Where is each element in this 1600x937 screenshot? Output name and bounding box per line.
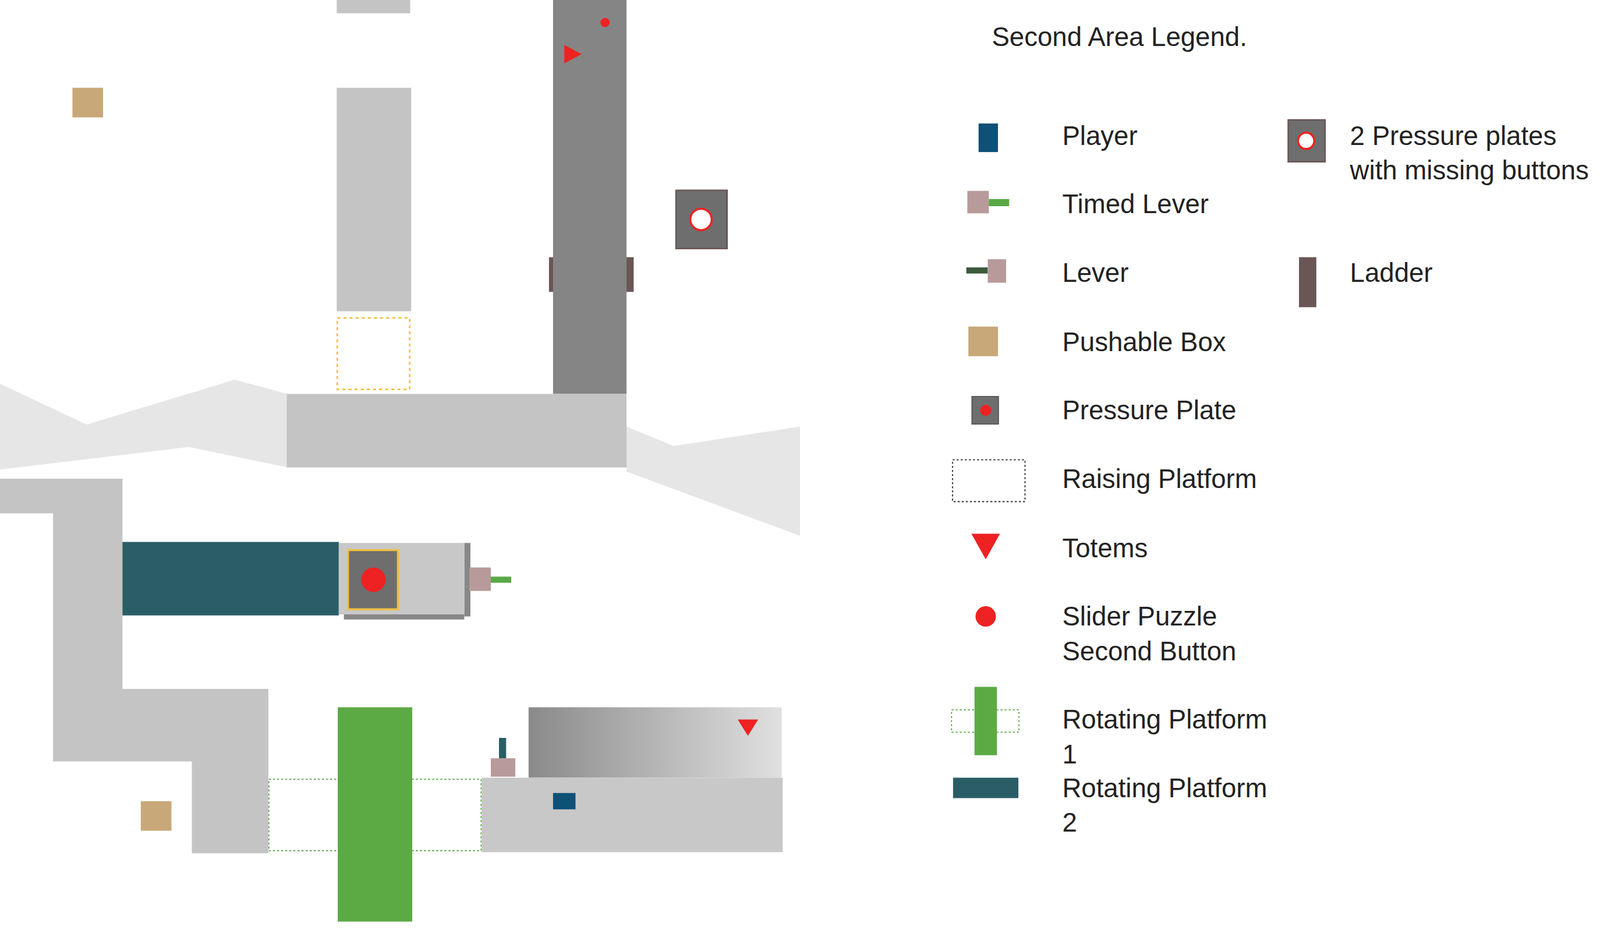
legend-label: Pressure Plate — [1062, 393, 1282, 428]
legend-swatch — [978, 123, 998, 152]
legend-label: Totems — [1062, 530, 1282, 566]
legend-label: Slider Puzzle Second Button — [1062, 599, 1272, 669]
legend-label: Timed Lever — [1062, 186, 1328, 222]
legend-swatch — [968, 326, 998, 357]
legend-label: Raising Platform — [1062, 461, 1282, 497]
legend-title: Second Area Legend. — [991, 19, 1247, 55]
legend-label: Rotating Platform 2 — [1062, 770, 1282, 840]
legend-label: Player — [1062, 118, 1328, 154]
legend-label: Lever — [1062, 255, 1267, 290]
legend-swatch — [1298, 257, 1317, 308]
legend-label: Ladder — [1350, 255, 1594, 290]
legend-swatch — [953, 777, 1019, 798]
legend-label: Pushable Box — [1062, 324, 1282, 360]
legend-label: 2 Pressure plates with missing buttons — [1350, 118, 1594, 188]
legend-label: Rotating Platform 1 — [1062, 702, 1282, 772]
